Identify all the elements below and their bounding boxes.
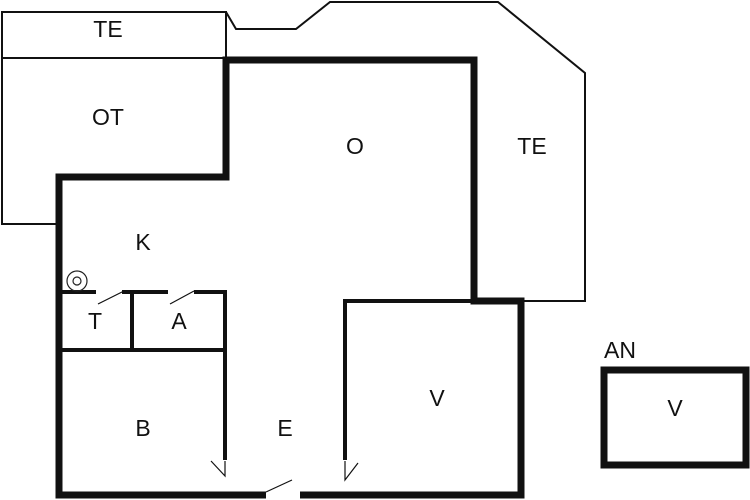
open-terrace-label: OT — [92, 104, 124, 130]
kitchen-label: K — [135, 229, 151, 255]
storage-wall — [343, 299, 476, 460]
entrance-door-leaf — [265, 479, 293, 493]
toilet-door-leaf — [97, 290, 125, 305]
living-room-label: O — [346, 133, 364, 159]
bedroom-label: B — [135, 415, 150, 441]
bedroom-door-leaf — [210, 460, 226, 478]
utility-label: A — [171, 308, 187, 334]
exterior-wall — [55, 56, 525, 499]
terrace-outline — [1, 11, 227, 225]
utility-door-gap — [168, 289, 194, 295]
toilet-door-gap — [96, 289, 122, 295]
storage-label: V — [429, 385, 445, 411]
terrace-top-outline — [225, 1, 586, 302]
entrance-label: E — [277, 415, 292, 441]
utility-door-leaf — [169, 290, 195, 305]
terrace-right-label: TE — [517, 133, 546, 159]
stove-symbol — [66, 270, 88, 292]
storage-door-leaf — [344, 461, 359, 482]
terrace-top-label: TE — [93, 16, 122, 42]
stove-symbol-inner — [72, 276, 82, 286]
toilet-label: T — [88, 308, 102, 334]
annex-title-label: AN — [604, 337, 636, 363]
annex-storage-label: V — [667, 395, 683, 421]
annex-wall — [600, 366, 750, 469]
entrance-door-gap — [266, 489, 300, 500]
